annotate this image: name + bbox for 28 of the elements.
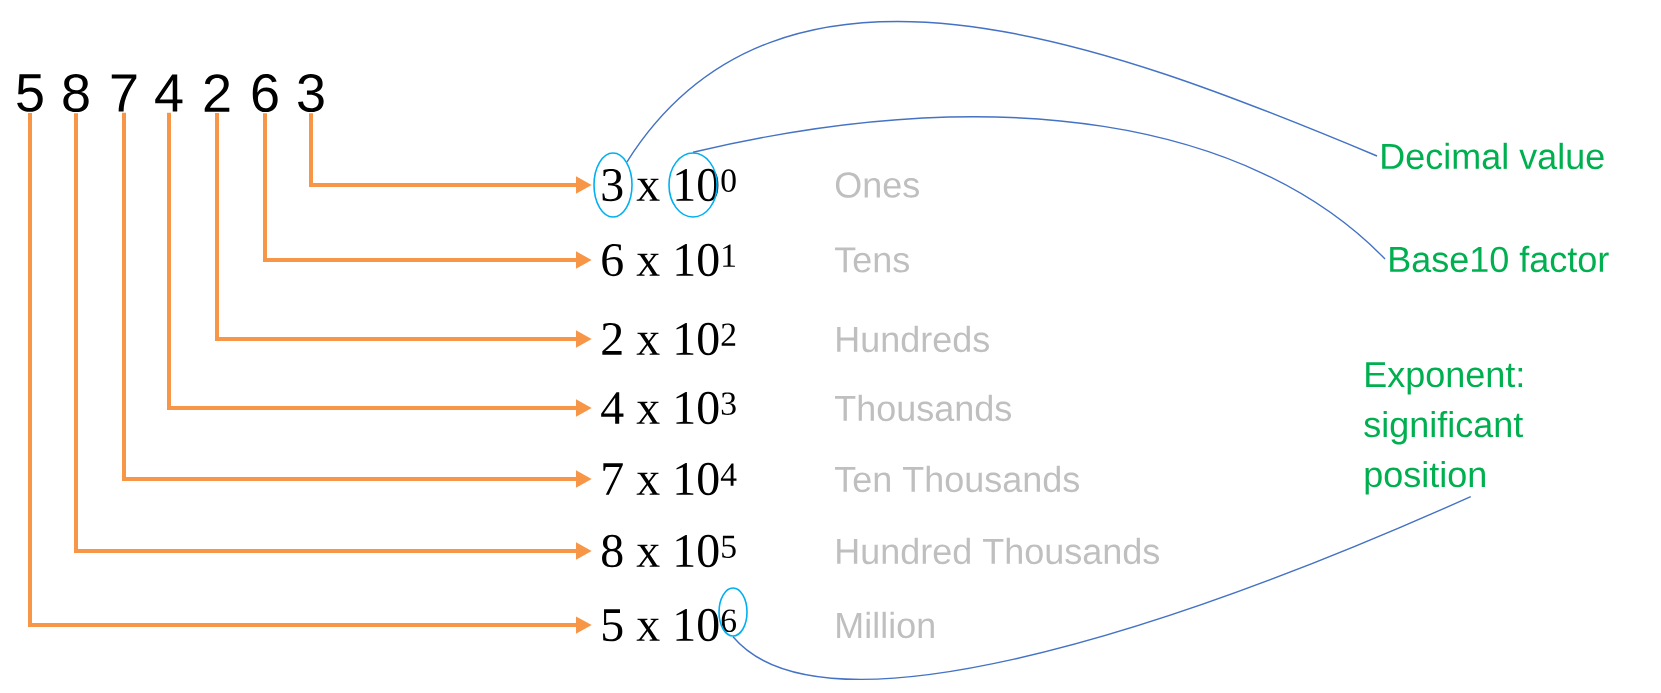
place-value-label: Tens <box>835 247 909 273</box>
highlight-ellipse <box>593 152 633 218</box>
digit: 7 <box>111 74 137 112</box>
place-value-label: Million <box>837 611 934 639</box>
leader-line <box>626 20 1378 163</box>
place-value-label: Hundreds <box>837 325 989 353</box>
highlight-ellipse <box>718 587 748 637</box>
digit: 5 <box>17 74 43 112</box>
leader-line <box>692 116 1386 260</box>
digit: 2 <box>204 74 230 112</box>
expression: 2 x 10$^{2}$ <box>602 322 736 356</box>
expression: 4 x 10$^{3}$ <box>601 391 736 425</box>
expression: 8 x 10$^{5}$ <box>602 534 736 568</box>
digit: 6 <box>252 73 278 113</box>
annotation-label: Decimal value <box>1382 142 1604 170</box>
place-value-label: Ones <box>835 172 919 198</box>
expression: 5 x 10$^{6}$ <box>603 608 736 642</box>
expression: 7 x 10$^{4}$ <box>603 462 737 496</box>
place-value-label: Hundred Thousands <box>837 537 1160 565</box>
annotation-label: Exponent: significant position <box>1364 362 1523 495</box>
digit: 3 <box>298 73 324 113</box>
leader-line <box>732 495 1472 680</box>
digit: 4 <box>155 74 183 112</box>
expression: 6 x 10$^{1}$ <box>602 243 735 277</box>
place-value-label: Ten Thousands <box>835 465 1079 493</box>
digit: 8 <box>63 73 89 113</box>
place-value-label: Thousands <box>835 394 1011 422</box>
annotation-label: Base10 factor <box>1390 245 1609 273</box>
